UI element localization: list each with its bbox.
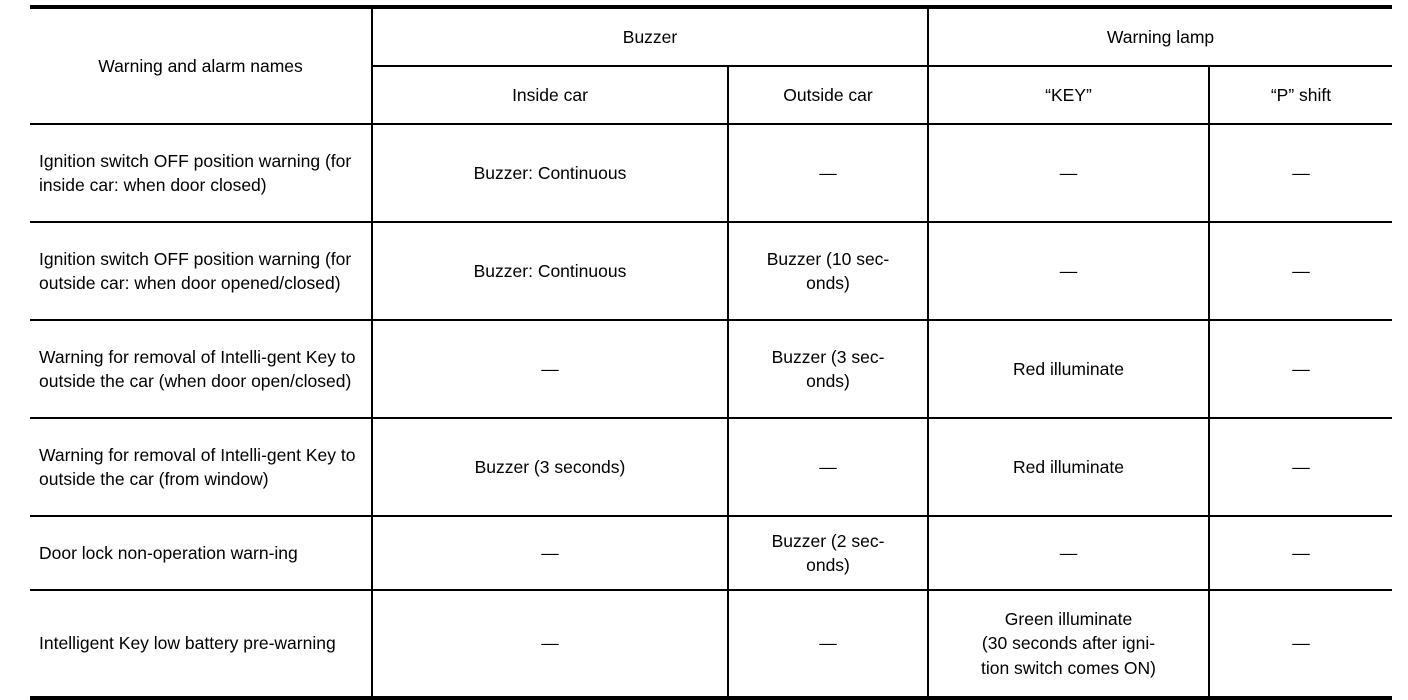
cell-buzzer-outside: — — [727, 589, 929, 700]
column-header-outside-car: Outside car — [727, 65, 929, 125]
cell-lamp-p-shift: — — [1208, 417, 1392, 517]
table-row: Warning for removal of Intelli-gent Key … — [30, 417, 1392, 517]
cell-lamp-p-shift: — — [1208, 319, 1392, 419]
warning-alarm-table-container: Warning and alarm names Buzzer Warning l… — [30, 5, 1392, 700]
row-label-removal-intelligent-key-window: Warning for removal of Intelli-gent Key … — [30, 417, 373, 517]
cell-buzzer-outside: Buzzer (2 sec- onds) — [727, 515, 929, 591]
column-header-warning-and-alarm-names: Warning and alarm names — [30, 5, 373, 125]
cell-buzzer-inside: Buzzer: Continuous — [371, 221, 729, 321]
cell-buzzer-outside: Buzzer (10 sec- onds) — [727, 221, 929, 321]
column-header-key: “KEY” — [927, 65, 1210, 125]
row-label-ignition-off-inside: Ignition switch OFF position warning (fo… — [30, 123, 373, 223]
table-row: Ignition switch OFF position warning (fo… — [30, 221, 1392, 321]
cell-buzzer-outside: — — [727, 123, 929, 223]
cell-lamp-p-shift: — — [1208, 589, 1392, 700]
cell-buzzer-outside: Buzzer (3 sec- onds) — [727, 319, 929, 419]
cell-lamp-key: — — [927, 123, 1210, 223]
cell-lamp-key: Green illuminate (30 seconds after igni-… — [927, 589, 1210, 700]
cell-lamp-key: Red illuminate — [927, 417, 1210, 517]
cell-buzzer-inside: — — [371, 589, 729, 700]
column-group-header-warning-lamp: Warning lamp — [927, 5, 1392, 67]
cell-buzzer-inside: — — [371, 515, 729, 591]
cell-lamp-p-shift: — — [1208, 515, 1392, 591]
cell-buzzer-inside: Buzzer: Continuous — [371, 123, 729, 223]
column-group-header-buzzer: Buzzer — [371, 5, 929, 67]
header-group-row: Warning and alarm names Buzzer Warning l… — [30, 5, 1392, 125]
cell-buzzer-inside: — — [371, 319, 729, 419]
table-body: Ignition switch OFF position warning (fo… — [30, 123, 1392, 700]
table-row: Ignition switch OFF position warning (fo… — [30, 123, 1392, 223]
cell-buzzer-inside: Buzzer (3 seconds) — [371, 417, 729, 517]
warning-and-alarm-table: Warning and alarm names Buzzer Warning l… — [30, 5, 1392, 700]
row-label-door-lock-non-operation: Door lock non-operation warn-ing — [30, 515, 373, 591]
cell-lamp-p-shift: — — [1208, 123, 1392, 223]
row-label-ignition-off-outside: Ignition switch OFF position warning (fo… — [30, 221, 373, 321]
column-header-inside-car: Inside car — [372, 65, 729, 125]
row-label-removal-intelligent-key-door: Warning for removal of Intelli-gent Key … — [30, 319, 373, 419]
cell-lamp-p-shift: — — [1208, 221, 1392, 321]
table-row: Door lock non-operation warn-ing — Buzze… — [30, 515, 1392, 591]
table-row: Intelligent Key low battery pre-warning … — [30, 589, 1392, 700]
column-header-p-shift: “P” shift — [1208, 65, 1392, 125]
header-sub-row: Inside car Outside car “KEY” “P” shift — [30, 65, 1392, 125]
row-label-intelligent-key-low-battery: Intelligent Key low battery pre-warning — [30, 589, 373, 700]
cell-lamp-key: Red illuminate — [927, 319, 1210, 419]
cell-lamp-key: — — [927, 515, 1210, 591]
table-row: Warning for removal of Intelli-gent Key … — [30, 319, 1392, 419]
cell-buzzer-outside: — — [727, 417, 929, 517]
cell-lamp-key: — — [927, 221, 1210, 321]
table-header: Warning and alarm names Buzzer Warning l… — [30, 5, 1392, 125]
